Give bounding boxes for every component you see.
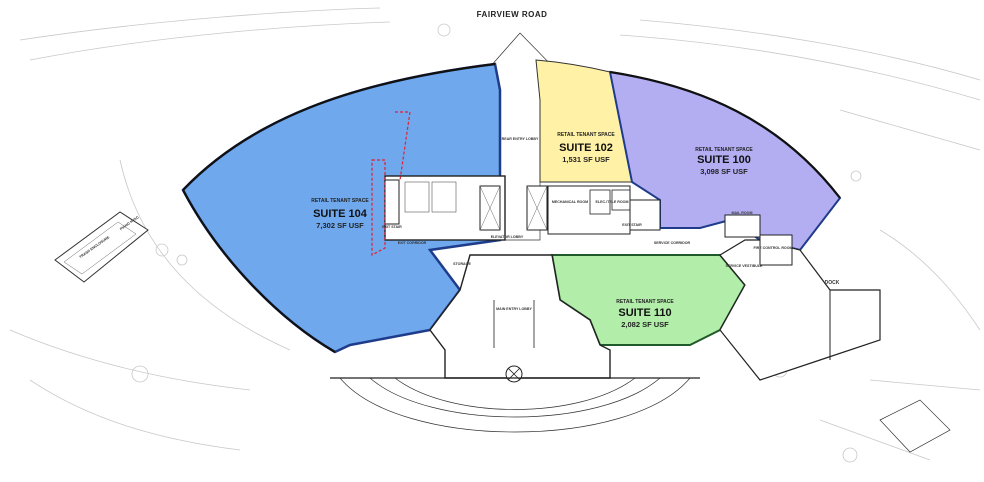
room-main-entry-lobby: MAIN ENTRY LOBBY: [496, 307, 532, 311]
svg-text:SUITE 110: SUITE 110: [618, 307, 671, 319]
main-entry-lobby-area: [429, 254, 611, 379]
svg-text:RETAIL TENANT SPACE: RETAIL TENANT SPACE: [695, 147, 753, 153]
plaza-arc: [339, 377, 691, 433]
room-elevator-lobby: ELEVATOR LOBBY: [491, 235, 524, 239]
room-dock: DOCK: [825, 280, 840, 286]
room-exit-stair-left: EXIT STAIR: [382, 225, 402, 229]
suite-102-area[interactable]: [535, 59, 633, 183]
room-storage: STORAGE: [453, 262, 471, 266]
svg-text:SUITE 102: SUITE 102: [559, 142, 613, 154]
service-wing: [719, 214, 881, 381]
room-exit-corridor: EXIT CORRIDOR: [398, 241, 427, 245]
room-fire-control: FIRE CONTROL ROOM: [753, 246, 792, 250]
svg-text:2,082 SF USF: 2,082 SF USF: [621, 320, 669, 329]
svg-text:SUITE 104: SUITE 104: [313, 208, 368, 220]
svg-text:RETAIL TENANT SPACE: RETAIL TENANT SPACE: [557, 132, 615, 138]
room-service-corridor: SERVICE CORRIDOR: [654, 241, 691, 245]
svg-text:RETAIL TENANT SPACE: RETAIL TENANT SPACE: [616, 299, 674, 305]
room-mail: MAIL ROOM: [732, 211, 753, 215]
svg-text:SUITE 100: SUITE 100: [697, 154, 751, 166]
room-service-vestibule: SERVICE VESTIBULE: [726, 264, 763, 268]
trash-enclosure: [54, 211, 149, 283]
room-elec-tele: ELEC./TELE ROOM: [596, 200, 629, 204]
suite-110-label: RETAIL TENANT SPACE SUITE 110 2,082 SF U…: [616, 299, 674, 329]
suite-104-label: RETAIL TENANT SPACE SUITE 104 7,302 SF U…: [311, 198, 369, 230]
svg-text:1,531 SF USF: 1,531 SF USF: [562, 155, 610, 164]
room-exit-stair-right: EXIT STAIR: [622, 223, 642, 227]
svg-text:3,098 SF USF: 3,098 SF USF: [700, 167, 748, 176]
site-context: [9, 7, 981, 463]
building-core: [371, 111, 661, 257]
room-rear-entry-lobby: REAR ENTRY LOBBY: [502, 137, 539, 141]
suite-102-label: RETAIL TENANT SPACE SUITE 102 1,531 SF U…: [557, 132, 615, 164]
road-label: FAIRVIEW ROAD: [477, 10, 548, 19]
svg-text:RETAIL TENANT SPACE: RETAIL TENANT SPACE: [311, 198, 369, 204]
svg-text:7,302 SF USF: 7,302 SF USF: [316, 221, 364, 230]
exterior-stair: [879, 399, 951, 453]
room-mechanical: MECHANICAL ROOM: [552, 200, 588, 204]
suite-100-label: RETAIL TENANT SPACE SUITE 100 3,098 SF U…: [695, 147, 753, 176]
